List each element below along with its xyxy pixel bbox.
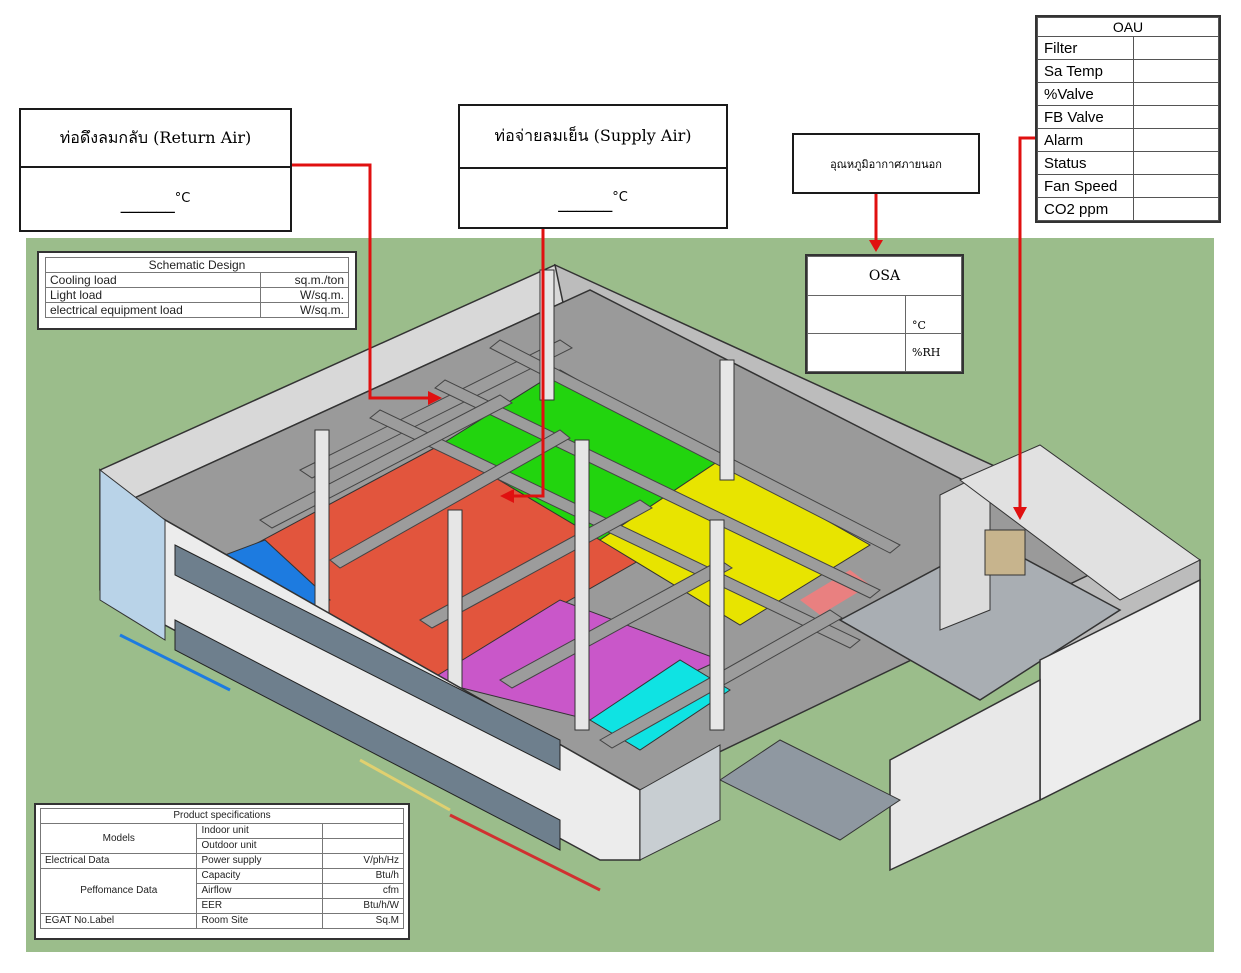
- oau-row-value: [1133, 36, 1219, 60]
- supply-air-box: ท่อจ่ายลมเย็น (Supply Air) ______°C: [458, 104, 728, 229]
- oau-status-table: OAU Filter Sa Temp %Valve FB Valve Alarm…: [1035, 15, 1221, 223]
- product-airflow-label: Airflow: [196, 883, 323, 899]
- oau-row-label: %Valve: [1037, 82, 1134, 106]
- schematic-row-unit: sq.m./ton: [259, 272, 350, 288]
- product-outdoor-label: Outdoor unit: [196, 838, 323, 854]
- oau-row-value: [1133, 105, 1219, 129]
- product-electrical-label: Electrical Data: [39, 853, 198, 869]
- outdoor-temperature-label-box: อุณหภูมิอากาศภายนอก: [792, 133, 980, 194]
- oau-row-value: [1133, 59, 1219, 83]
- product-power-unit: V/ph/Hz: [321, 853, 405, 869]
- oau-row-value: [1133, 197, 1219, 221]
- return-air-reading: ______: [120, 193, 175, 214]
- osa-rh-value: [807, 333, 906, 372]
- oau-unit: [984, 529, 1026, 576]
- product-indoor-value: [321, 823, 405, 839]
- facade-windows: [174, 544, 561, 851]
- oau-row-value: [1133, 151, 1219, 175]
- zone-yellow: [599, 459, 871, 626]
- oau-row-value: [1133, 128, 1219, 152]
- columns: [314, 269, 735, 731]
- product-title: Product specifications: [40, 808, 404, 824]
- oau-row: Filter: [1037, 36, 1219, 60]
- oau-row-label: Alarm: [1037, 128, 1134, 152]
- schematic-row-unit: W/sq.m.: [259, 287, 350, 303]
- product-capacity-label: Capacity: [196, 868, 323, 884]
- oau-row-label: FB Valve: [1037, 105, 1134, 129]
- oau-row-label: Status: [1037, 151, 1134, 175]
- product-room-label: Room Site: [196, 913, 323, 929]
- oau-row: CO2 ppm: [1037, 197, 1219, 221]
- oau-row-label: Sa Temp: [1037, 59, 1134, 83]
- supply-air-reading: ______: [558, 192, 613, 213]
- outdoor-temperature-label: อุณหภูมิอากาศภายนอก: [830, 157, 942, 171]
- osa-temp-value: [807, 295, 906, 334]
- oau-row-value: [1133, 82, 1219, 106]
- product-room-unit: Sq.M: [321, 913, 405, 929]
- schematic-row-label: Light load: [45, 287, 261, 303]
- product-indoor-label: Indoor unit: [196, 823, 323, 839]
- schematic-row-label: electrical equipment load: [45, 302, 261, 318]
- oau-row-label: Filter: [1037, 36, 1134, 60]
- return-air-value: ______°C: [21, 168, 290, 235]
- supply-air-value: ______°C: [460, 169, 726, 232]
- oau-row: FB Valve: [1037, 105, 1219, 129]
- osa-temp-unit: °C: [905, 295, 962, 334]
- product-power-label: Power supply: [196, 853, 323, 869]
- oau-row-label: CO2 ppm: [1037, 197, 1134, 221]
- product-specifications-table: Product specifications Models Indoor uni…: [34, 803, 410, 940]
- oau-row: Status: [1037, 151, 1219, 175]
- duct-network: [259, 339, 901, 749]
- product-outdoor-value: [321, 838, 405, 854]
- lower-extension-wall: [639, 744, 721, 861]
- osa-table: OSA °C %RH: [805, 254, 964, 374]
- osa-rh-unit: %RH: [905, 333, 962, 372]
- lower-extension: [719, 739, 901, 841]
- arrow-heads: [428, 240, 1027, 520]
- annex-wall-front: [889, 678, 1041, 872]
- schematic-row-label: Cooling load: [45, 272, 261, 288]
- product-eer-unit: Btu/h/W: [321, 898, 405, 914]
- supply-air-unit: °C: [612, 190, 628, 205]
- oau-row: Fan Speed: [1037, 174, 1219, 198]
- product-egat-label: EGAT No.Label: [39, 913, 198, 929]
- oau-row: Alarm: [1037, 128, 1219, 152]
- product-airflow-unit: cfm: [321, 883, 405, 899]
- oau-row-label: Fan Speed: [1037, 174, 1134, 198]
- return-air-unit: °C: [174, 191, 191, 206]
- oau-row: %Valve: [1037, 82, 1219, 106]
- schematic-row-unit: W/sq.m.: [259, 302, 350, 318]
- oau-row-value: [1133, 174, 1219, 198]
- osa-title: OSA: [807, 256, 962, 296]
- product-performance-label: Peffomance Data: [39, 868, 198, 914]
- product-capacity-unit: Btu/h: [321, 868, 405, 884]
- schematic-title: Schematic Design: [45, 257, 349, 273]
- supply-air-title: ท่อจ่ายลมเย็น (Supply Air): [460, 106, 726, 169]
- return-air-title: ท่อดึงลมกลับ (Return Air): [21, 110, 290, 168]
- product-eer-label: EER: [196, 898, 323, 914]
- curtain-wall: [99, 468, 166, 641]
- oau-title: OAU: [1037, 17, 1219, 37]
- product-models-label: Models: [39, 823, 198, 854]
- oau-row: Sa Temp: [1037, 59, 1219, 83]
- return-air-box: ท่อดึงลมกลับ (Return Air) ______°C: [19, 108, 292, 232]
